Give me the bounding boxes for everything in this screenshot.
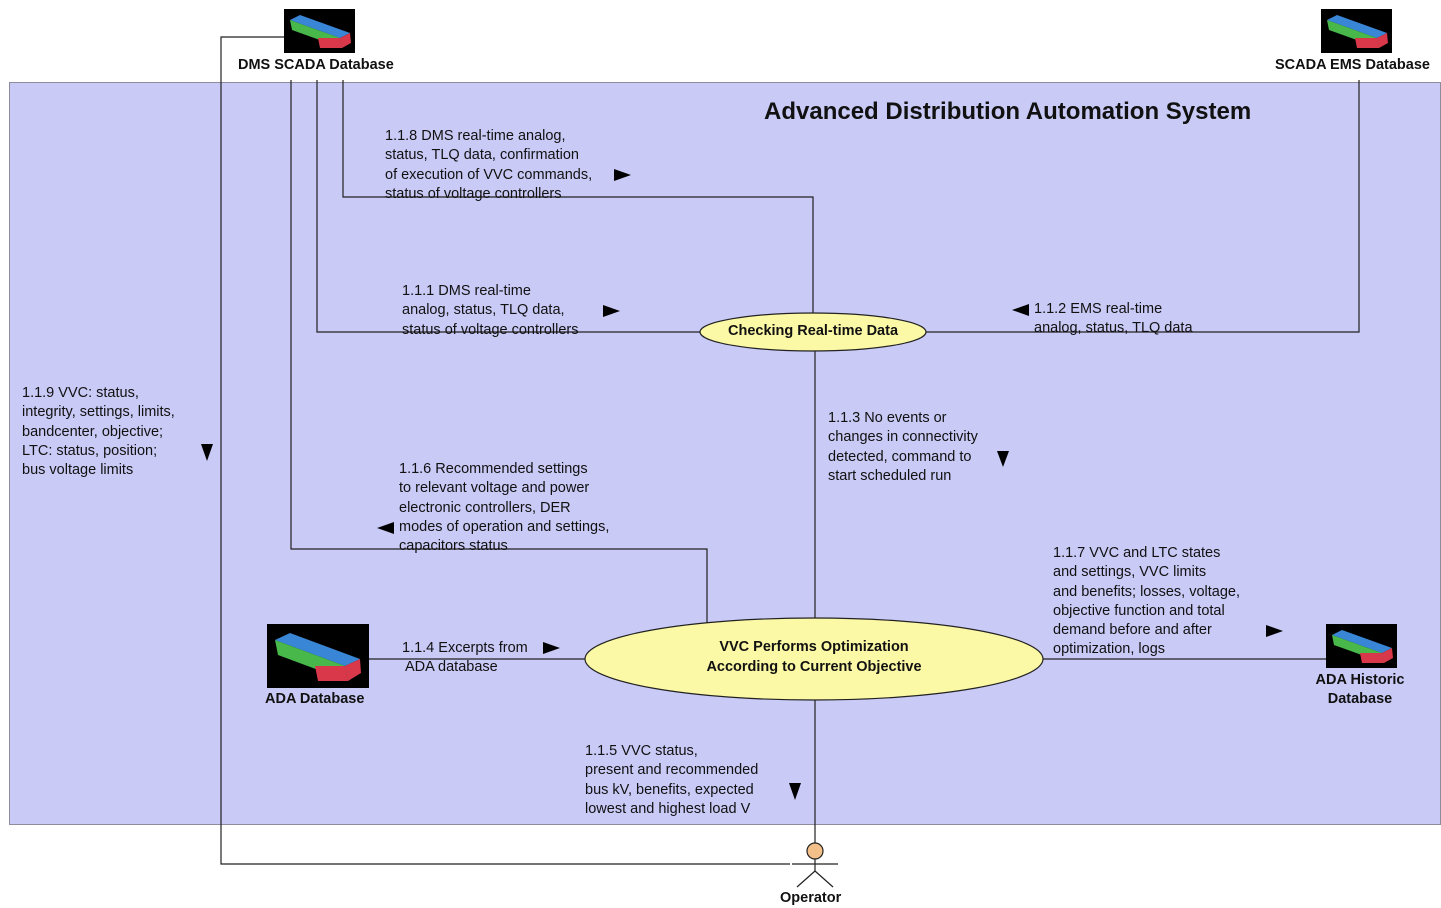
arrow-111: [603, 305, 620, 317]
arrow-117: [1266, 625, 1283, 637]
system-boundary: [9, 82, 1441, 825]
arrow-115: [789, 783, 801, 800]
operator-icon: [792, 842, 838, 888]
flow-label-118: 1.1.8 DMS real-time analog,status, TLQ d…: [385, 128, 593, 202]
arrow-116: [377, 522, 394, 534]
process-vvc-label: VVC Performs Optimization According to C…: [706, 639, 922, 675]
arrow-118: [614, 169, 631, 181]
arrow-114: [543, 642, 560, 654]
system-title: Advanced Distribution Automation System: [764, 98, 1252, 125]
flow-line-112: [926, 80, 1360, 333]
ada-database-label: ADA Database: [265, 691, 365, 707]
process-checking-label: Checking Real-time Data: [727, 323, 899, 339]
arrow-113: [997, 451, 1009, 467]
database-icon: [1321, 9, 1392, 53]
direction-arrows: [201, 169, 1283, 800]
flow-line-116: [290, 80, 708, 626]
arrow-119: [201, 444, 213, 461]
flow-line-119: [220, 36, 790, 865]
database-icon: [1326, 624, 1397, 668]
operator-label: Operator: [780, 890, 842, 906]
flow-line-118: [342, 80, 814, 314]
scada-ems-label: SCADA EMS Database: [1275, 57, 1430, 73]
dms-scada-label: DMS SCADA Database: [238, 57, 394, 73]
ada-historic-label: ADA Historic Database: [1315, 672, 1405, 707]
process-vvc: [584, 617, 1044, 701]
connector-lines: [220, 36, 1360, 865]
arrow-112: [1012, 304, 1029, 316]
database-icon: [267, 624, 369, 688]
flow-label-119: 1.1.9 VVC: status,integrity, settings, l…: [22, 385, 175, 479]
process-checking: [699, 312, 927, 352]
database-icon: [284, 9, 355, 53]
flow-line-111: [316, 80, 700, 333]
flow-label-115: 1.1.5 VVC status,present and recommended…: [585, 743, 759, 817]
